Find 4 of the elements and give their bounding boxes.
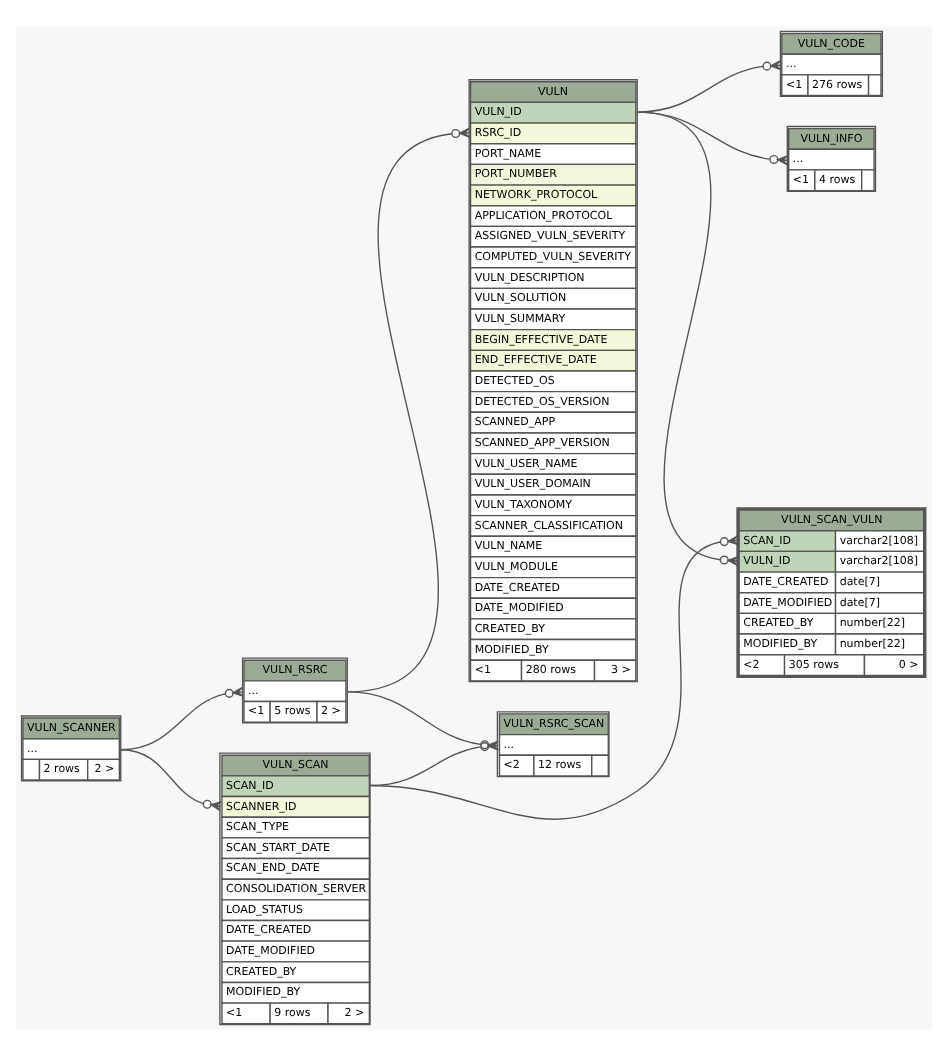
connector xyxy=(120,749,222,812)
connector xyxy=(636,60,782,113)
connector xyxy=(346,691,500,751)
connector xyxy=(369,740,500,787)
